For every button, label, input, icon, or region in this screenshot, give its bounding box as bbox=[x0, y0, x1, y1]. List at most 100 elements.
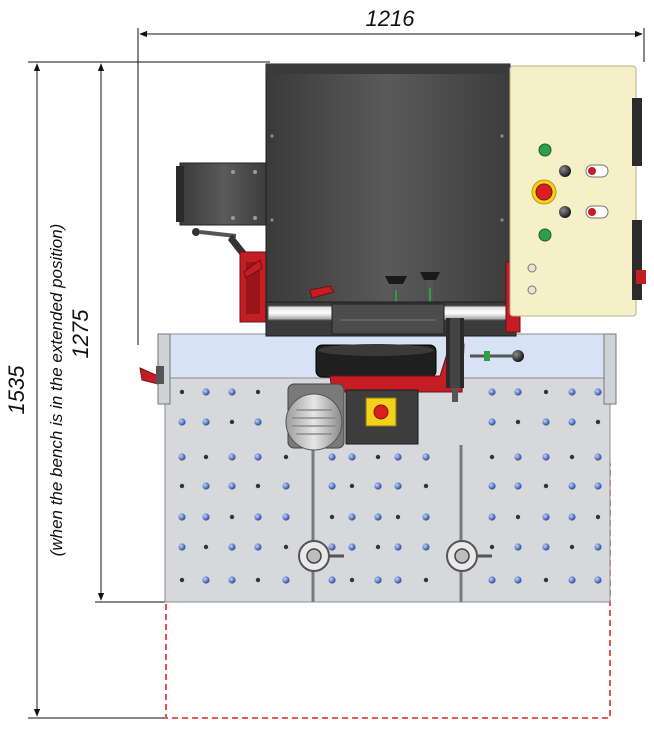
roller-ball bbox=[348, 543, 356, 551]
roller-ball bbox=[349, 483, 355, 489]
cabinet-screw bbox=[527, 263, 537, 273]
roller-ball bbox=[282, 482, 290, 490]
roller-ball bbox=[394, 543, 402, 551]
roller-ball bbox=[255, 577, 261, 583]
roller-ball bbox=[488, 388, 496, 396]
selector-knob-top[interactable] bbox=[559, 165, 571, 177]
main-housing bbox=[265, 63, 511, 303]
roller-ball bbox=[569, 544, 575, 550]
cutter-disk bbox=[315, 344, 437, 378]
adjustment-knob[interactable] bbox=[470, 350, 524, 362]
roller-ball bbox=[394, 482, 402, 490]
roller-ball bbox=[423, 577, 429, 583]
toggle-switch-top[interactable] bbox=[585, 164, 609, 178]
roller-ball bbox=[514, 453, 522, 461]
roller-ball bbox=[515, 514, 521, 520]
roller-ball bbox=[228, 576, 236, 584]
roller-ball bbox=[254, 543, 262, 551]
electric-motor bbox=[285, 383, 345, 451]
roller-ball bbox=[349, 577, 355, 583]
left-clamp-handwheel[interactable] bbox=[298, 540, 344, 572]
roller-ball bbox=[488, 482, 496, 490]
side-spindle-housing bbox=[176, 162, 269, 226]
roller-ball bbox=[489, 544, 495, 550]
depth-knob-left[interactable] bbox=[385, 276, 407, 304]
roller-ball bbox=[568, 513, 576, 521]
roller-ball bbox=[202, 418, 210, 426]
roller-ball bbox=[203, 454, 209, 460]
green-indicator-light-bottom bbox=[538, 228, 552, 242]
roller-ball bbox=[228, 543, 236, 551]
roller-ball bbox=[328, 482, 336, 490]
roller-ball bbox=[422, 513, 430, 521]
roller-ball bbox=[179, 389, 185, 395]
roller-ball bbox=[595, 514, 601, 520]
roller-ball bbox=[395, 514, 401, 520]
housing-bolts bbox=[270, 134, 504, 222]
roller-ball bbox=[255, 483, 261, 489]
roller-ball bbox=[488, 576, 496, 584]
roller-ball bbox=[374, 482, 382, 490]
depth-knob-right[interactable] bbox=[420, 272, 440, 304]
roller-ball bbox=[203, 544, 209, 550]
roller-ball bbox=[543, 577, 549, 583]
housing-red-lever[interactable] bbox=[309, 285, 335, 299]
roller-ball bbox=[283, 544, 289, 550]
roller-ball bbox=[374, 513, 382, 521]
roller-ball bbox=[375, 544, 381, 550]
roller-ball bbox=[594, 482, 602, 490]
roller-ball bbox=[178, 543, 186, 551]
roller-ball bbox=[594, 388, 602, 396]
roller-ball bbox=[394, 576, 402, 584]
cabinet-screw bbox=[527, 285, 537, 295]
roller-ball bbox=[568, 576, 576, 584]
roller-ball bbox=[542, 513, 550, 521]
gearbox bbox=[345, 389, 419, 445]
roller-ball bbox=[422, 543, 430, 551]
width-label: 1216 bbox=[366, 6, 416, 31]
roller-ball bbox=[328, 453, 336, 461]
dimension-extended-height: 1535 (when the bench is in the extended … bbox=[4, 63, 165, 719]
roller-ball bbox=[489, 454, 495, 460]
roller-ball bbox=[228, 482, 236, 490]
emergency-stop-button[interactable] bbox=[531, 179, 557, 205]
dimension-width: 1216 bbox=[137, 6, 645, 345]
extended-height-label: 1535 bbox=[4, 365, 29, 415]
green-indicator-light-top bbox=[538, 143, 552, 157]
roller-ball bbox=[375, 454, 381, 460]
roller-ball bbox=[229, 419, 235, 425]
roller-ball bbox=[328, 543, 336, 551]
roller-ball bbox=[488, 513, 496, 521]
roller-ball bbox=[374, 576, 382, 584]
roller-ball bbox=[594, 453, 602, 461]
dimension-height: 1275 bbox=[28, 61, 270, 603]
roller-ball bbox=[202, 576, 210, 584]
roller-ball bbox=[569, 454, 575, 460]
table-clamp-lever[interactable] bbox=[139, 366, 164, 385]
roller-ball bbox=[178, 453, 186, 461]
roller-ball bbox=[229, 514, 235, 520]
spindle-column bbox=[446, 318, 464, 402]
table-roller-balls bbox=[178, 388, 602, 584]
roller-ball bbox=[514, 388, 522, 396]
right-clamp-handwheel[interactable] bbox=[446, 540, 492, 572]
motor-stop-button[interactable] bbox=[373, 404, 389, 420]
roller-ball bbox=[423, 483, 429, 489]
roller-ball bbox=[394, 453, 402, 461]
roller-ball bbox=[179, 577, 185, 583]
roller-ball bbox=[514, 482, 522, 490]
roller-ball bbox=[254, 418, 262, 426]
roller-ball bbox=[202, 513, 210, 521]
roller-ball bbox=[348, 513, 356, 521]
roller-ball bbox=[488, 418, 496, 426]
roller-ball bbox=[178, 418, 186, 426]
roller-ball bbox=[178, 513, 186, 521]
roller-ball bbox=[254, 513, 262, 521]
left-red-frame bbox=[239, 251, 267, 323]
roller-ball bbox=[542, 418, 550, 426]
selector-knob-bottom[interactable] bbox=[559, 206, 571, 218]
toggle-switch-bottom[interactable] bbox=[585, 205, 609, 219]
roller-ball bbox=[568, 388, 576, 396]
extended-position-note: (when the bench is in the extended posit… bbox=[47, 224, 66, 557]
roller-ball bbox=[328, 576, 336, 584]
